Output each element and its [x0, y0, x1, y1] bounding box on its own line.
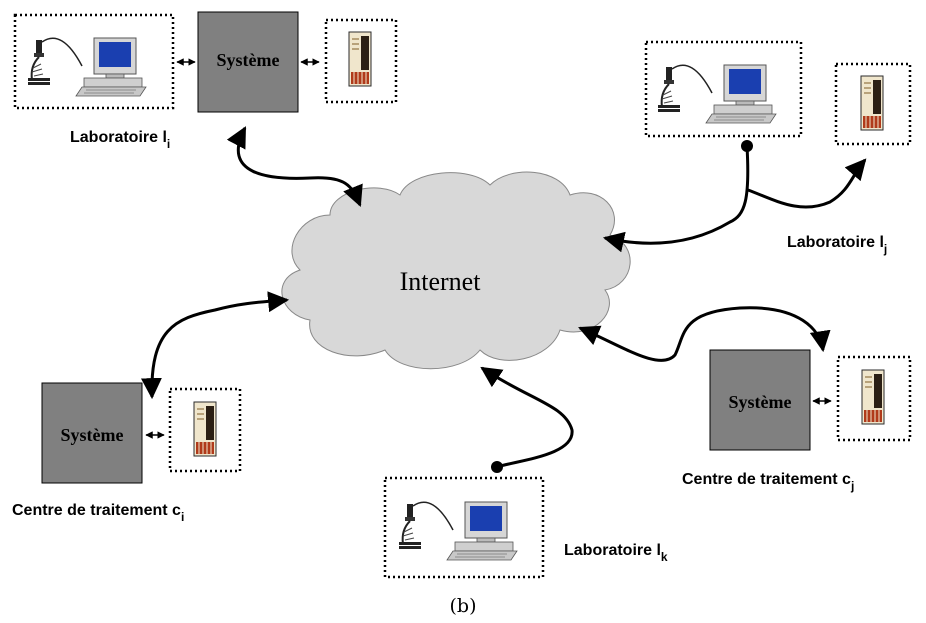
lab-j-label: Laboratoire lj: [787, 234, 887, 256]
connector-system-top: [226, 126, 363, 207]
connector-lab-k: [480, 366, 574, 473]
system-label-top: Système: [217, 50, 280, 70]
connector-centre-j: [578, 306, 831, 362]
centre-j-label: Centre de traitement cj: [682, 471, 854, 493]
system-label-right: Système: [729, 392, 792, 412]
lab-i-label: Laboratoire li: [70, 129, 170, 151]
lab-j-server-icon: [860, 75, 884, 131]
connector-centre-i: [140, 291, 290, 400]
internet-cloud: Internet: [281, 171, 631, 370]
system-box-right: [709, 349, 811, 451]
lab-k-label: Laboratoire lk: [564, 542, 668, 564]
system-label-left: Système: [61, 425, 124, 445]
centre-i-group: Système Centre de traitement ci: [12, 382, 242, 524]
lab-i-server-icon: [348, 31, 372, 87]
centre-j-group: Système Centre de traitement cj: [682, 349, 912, 493]
lab-j-group: Laboratoire lj: [644, 40, 912, 256]
lab-k-group: Laboratoire lk: [383, 476, 668, 579]
centre-j-server-icon: [861, 369, 885, 425]
centre-i-server-icon: [193, 401, 217, 457]
centre-i-label: Centre de traitement ci: [12, 502, 184, 524]
lab-i-group: Système Laboratoire li: [13, 11, 398, 151]
connector-lab-j: [602, 140, 867, 253]
figure-caption: (b): [450, 595, 477, 617]
system-box-left: [41, 382, 143, 484]
lab-k-workstation-box: [383, 476, 545, 579]
system-box-top: [197, 11, 299, 113]
internet-label: Internet: [400, 267, 482, 296]
